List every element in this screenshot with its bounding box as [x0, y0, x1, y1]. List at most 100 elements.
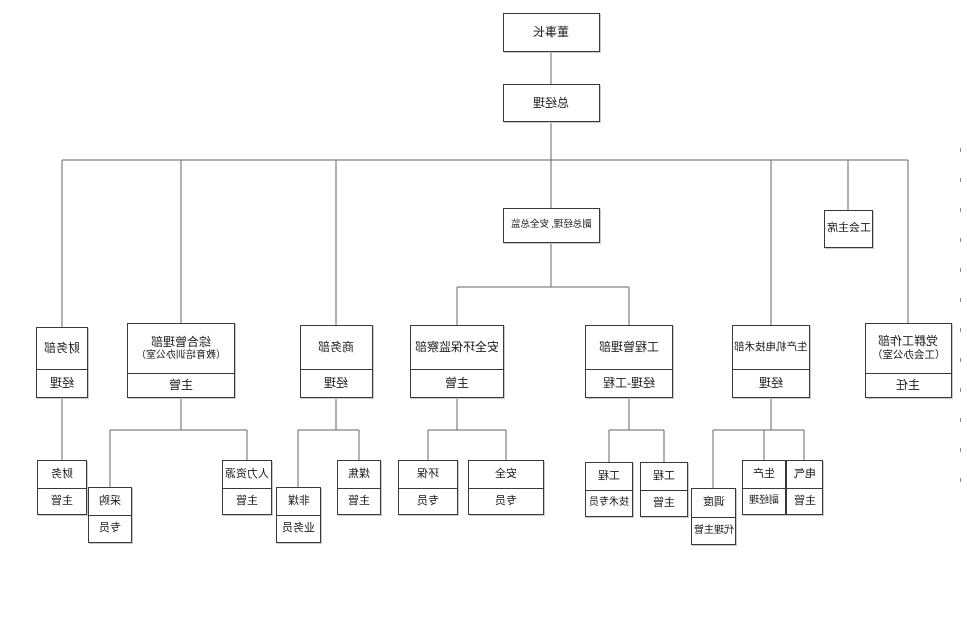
org-node-union-chairman: 工会主席 — [824, 210, 873, 248]
staff-title-cell: 主管 — [641, 491, 687, 516]
org-node-production-tech-dept: 生产机电技术部 经理 — [732, 325, 810, 398]
org-node-deputy-gm-safety-director: 副总经理, 安全总监 — [503, 208, 600, 243]
staff-name-cell: 工程 — [586, 463, 632, 491]
staff-name-cell: 人力资源 — [223, 461, 271, 489]
staff-name: 人力资源 — [225, 467, 269, 480]
staff-name-cell: 调度 — [692, 489, 735, 518]
dept-title-cell: 经理-工程 — [586, 370, 672, 397]
org-node-safety-env-dept: 安全环保监察部 主管 — [410, 325, 504, 398]
staff-title: 主管 — [793, 494, 816, 507]
staff-name: 安全 — [495, 467, 517, 480]
dept-name-cell: 工程管理部 — [586, 326, 672, 370]
dept-title-cell: 主管 — [128, 374, 234, 397]
dept-title: 经理-工程 — [603, 376, 655, 390]
dept-name-cell: 财务部 — [37, 328, 87, 370]
org-node-env-specialist: 环保 专员 — [398, 460, 458, 515]
staff-name: 工程 — [598, 469, 620, 482]
org-node-dispatch-acting-supervisor: 调度 代理主管 — [691, 488, 736, 545]
dept-title: 主任 — [896, 378, 921, 392]
staff-name: 调度 — [702, 496, 725, 509]
staff-title: 主管 — [348, 494, 370, 507]
dept-subname: （教育培训办公室） — [136, 349, 226, 361]
dept-name-cell: 安全环保监察部 — [411, 326, 503, 370]
dept-title-cell: 主任 — [866, 374, 951, 397]
dept-title: 主管 — [168, 378, 193, 392]
staff-title-cell: 专员 — [89, 516, 131, 542]
staff-title: 副经理 — [749, 495, 779, 507]
staff-name: 电气 — [793, 467, 816, 480]
node-label: 副总经理, 安全总监 — [511, 219, 592, 230]
staff-name-cell: 财务 — [38, 461, 86, 489]
staff-title: 专员 — [99, 522, 121, 535]
dept-subname: （工会办公室） — [871, 350, 946, 362]
org-node-coal-coke-supervisor: 煤焦 主管 — [337, 460, 381, 515]
org-node-chairman: 董事长 — [503, 13, 600, 52]
staff-name: 工程 — [653, 469, 675, 482]
staff-title-cell: 技术专员 — [586, 491, 632, 516]
org-node-finance-supervisor: 财务 主管 — [37, 460, 87, 515]
staff-title: 主管 — [236, 494, 258, 507]
staff-name: 环保 — [417, 467, 439, 480]
staff-name: 生产 — [753, 467, 775, 480]
staff-name-cell: 工程 — [641, 463, 687, 491]
org-node-non-coal-salesperson: 非煤 业务员 — [276, 487, 321, 543]
dept-title: 经理 — [49, 376, 74, 390]
node-label: 董事长 — [533, 25, 570, 39]
scan-edge-artifact — [960, 148, 961, 492]
staff-name: 财务 — [51, 467, 73, 480]
staff-title: 专员 — [495, 494, 517, 507]
dept-title-cell: 经理 — [37, 370, 87, 397]
dept-name: 安全环保监察部 — [414, 340, 499, 354]
dept-title: 经理 — [758, 376, 783, 390]
dept-name-cell: 生产机电技术部 — [733, 326, 809, 370]
node-label: 工会主席 — [826, 222, 871, 235]
staff-name-cell: 电气 — [787, 461, 822, 489]
staff-name-cell: 煤焦 — [338, 461, 380, 489]
staff-name: 煤焦 — [348, 467, 370, 480]
dept-name-cell: 综合管理部 （教育培训办公室） — [128, 324, 234, 374]
org-node-hr-supervisor: 人力资源 主管 — [222, 460, 272, 515]
org-node-engineering-tech-specialist: 工程 技术专员 — [585, 462, 633, 517]
staff-title-cell: 主管 — [38, 489, 86, 514]
org-node-engineering-supervisor: 工程 主管 — [640, 462, 688, 517]
org-node-business-dept: 商务部 经理 — [300, 325, 373, 398]
staff-title: 技术专员 — [589, 497, 629, 509]
staff-name-cell: 安全 — [469, 461, 543, 489]
dept-name: 财务部 — [43, 341, 80, 355]
dept-title-cell: 经理 — [733, 370, 809, 397]
org-node-production-deputy-manager: 生产 副经理 — [742, 460, 786, 515]
staff-title-cell: 主管 — [223, 489, 271, 514]
staff-name-cell: 生产 — [743, 461, 785, 489]
dept-name-cell: 商务部 — [301, 326, 372, 370]
staff-title-cell: 代理主管 — [692, 518, 735, 544]
staff-name: 非煤 — [287, 494, 310, 507]
org-node-electrical-supervisor: 电气 主管 — [786, 460, 823, 515]
staff-title-cell: 专员 — [469, 489, 543, 514]
staff-title: 主管 — [653, 496, 675, 509]
dept-title: 经理 — [324, 376, 349, 390]
org-node-engineering-dept: 工程管理部 经理-工程 — [585, 325, 673, 398]
staff-name: 采购 — [99, 494, 121, 507]
staff-name-cell: 环保 — [399, 461, 457, 489]
staff-title: 代理主管 — [693, 524, 734, 536]
dept-name-cell: 党群工作部 （工会办公室） — [866, 324, 951, 374]
org-node-procurement-specialist: 采购 专员 — [88, 487, 132, 543]
dept-name: 生产机电技术部 — [734, 341, 808, 353]
staff-title-cell: 专员 — [399, 489, 457, 514]
dept-name: 党群工作部 — [878, 334, 939, 349]
dept-title: 主管 — [444, 376, 469, 390]
dept-name: 工程管理部 — [598, 340, 659, 354]
dept-name: 商务部 — [318, 340, 355, 354]
dept-title-cell: 经理 — [301, 370, 372, 397]
staff-title-cell: 业务员 — [277, 516, 320, 542]
org-node-party-mass-dept: 党群工作部 （工会办公室） 主任 — [865, 323, 952, 398]
org-node-safety-specialist: 安全 专员 — [468, 460, 544, 515]
staff-title-cell: 主管 — [787, 489, 822, 514]
staff-name-cell: 采购 — [89, 488, 131, 516]
staff-title-cell: 主管 — [338, 489, 380, 514]
staff-title-cell: 副经理 — [743, 489, 785, 514]
org-node-general-manager: 总经理 — [503, 84, 600, 122]
dept-name: 综合管理部 — [150, 334, 211, 349]
